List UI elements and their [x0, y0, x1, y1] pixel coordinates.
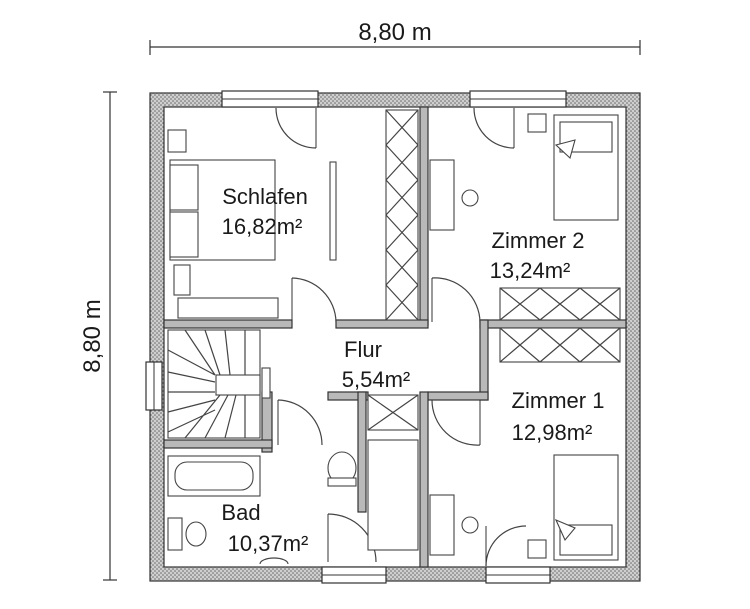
- room-name: Bad: [221, 500, 260, 525]
- furniture-zimmer2: [429, 107, 621, 323]
- room-area: 5,54m²: [342, 367, 410, 392]
- room-schlafen: Schlafen 16,82m²: [222, 184, 308, 239]
- windows: [145, 90, 567, 584]
- height-label: 8,80 m: [79, 299, 106, 372]
- bed-schlafen: [167, 129, 337, 319]
- room-area: 13,24m²: [490, 258, 571, 283]
- room-area: 16,82m²: [222, 214, 303, 239]
- flur-closet: [277, 394, 419, 446]
- room-zimmer2: Zimmer 2 13,24m²: [490, 228, 585, 283]
- room-name: Schlafen: [222, 184, 308, 209]
- door-schlafen: [275, 107, 337, 323]
- room-name: Zimmer 2: [492, 228, 585, 253]
- wardrobe-schlafen: [385, 109, 419, 321]
- interior-walls: [163, 106, 627, 568]
- room-zimmer1: Zimmer 1 12,98m²: [512, 388, 605, 445]
- room-area: 10,37m²: [228, 531, 309, 556]
- furniture-zimmer1: [429, 327, 621, 567]
- height-dimension: 8,80 m: [79, 91, 117, 581]
- room-name: Zimmer 1: [512, 388, 605, 413]
- room-bad: Bad 10,37m²: [221, 500, 308, 556]
- room-name: Flur: [344, 337, 382, 362]
- room-flur: Flur 5,54m²: [342, 337, 410, 392]
- width-label: 8,80 m: [358, 19, 431, 46]
- staircase: [167, 329, 271, 439]
- width-dimension: 8,80 m: [149, 19, 641, 55]
- room-area: 12,98m²: [512, 420, 593, 445]
- bathroom-fixtures: [167, 439, 419, 565]
